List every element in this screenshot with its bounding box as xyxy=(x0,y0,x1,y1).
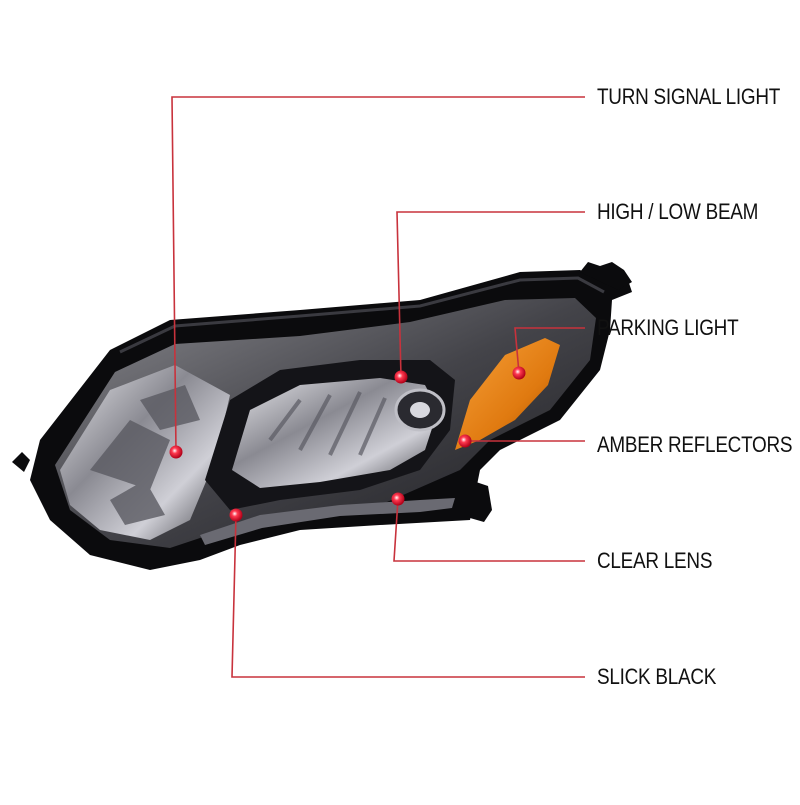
callout-markers xyxy=(169,366,526,522)
label-clear-lens: CLEAR LENS xyxy=(597,548,713,573)
beam-bulb-core xyxy=(410,402,430,418)
marker-clear-lens xyxy=(391,492,405,506)
leader-turn-signal xyxy=(171,96,585,453)
label-amber-reflectors: AMBER REFLECTORS xyxy=(597,432,793,457)
label-high-low-beam: HIGH / LOW BEAM xyxy=(597,199,759,224)
marker-turn-signal xyxy=(169,445,183,459)
leader-slick-black xyxy=(231,514,585,678)
beam-reflector-ribs xyxy=(268,391,387,456)
marker-slick-black xyxy=(229,508,243,522)
leader-clear-lens xyxy=(393,498,585,562)
marker-amber-reflectors xyxy=(458,434,472,448)
mounting-tab-left xyxy=(12,452,30,472)
mounting-tab-top xyxy=(580,262,632,290)
label-parking-light: PARKING LIGHT xyxy=(597,315,739,340)
leader-parking-light xyxy=(514,327,585,374)
mounting-tab-bottom xyxy=(470,480,492,522)
leader-high-low-beam xyxy=(396,211,585,378)
marker-parking-light xyxy=(512,366,526,380)
amber-reflector xyxy=(455,338,560,450)
turn-signal-facets xyxy=(90,385,200,525)
leader-lines xyxy=(171,96,585,678)
marker-high-low-beam xyxy=(394,370,408,384)
label-slick-black: SLICK BLACK xyxy=(597,664,717,689)
label-turn-signal-light: TURN SIGNAL LIGHT xyxy=(597,84,781,109)
lower-lens-trim xyxy=(200,498,455,545)
high-low-beam-chamber xyxy=(232,378,438,488)
